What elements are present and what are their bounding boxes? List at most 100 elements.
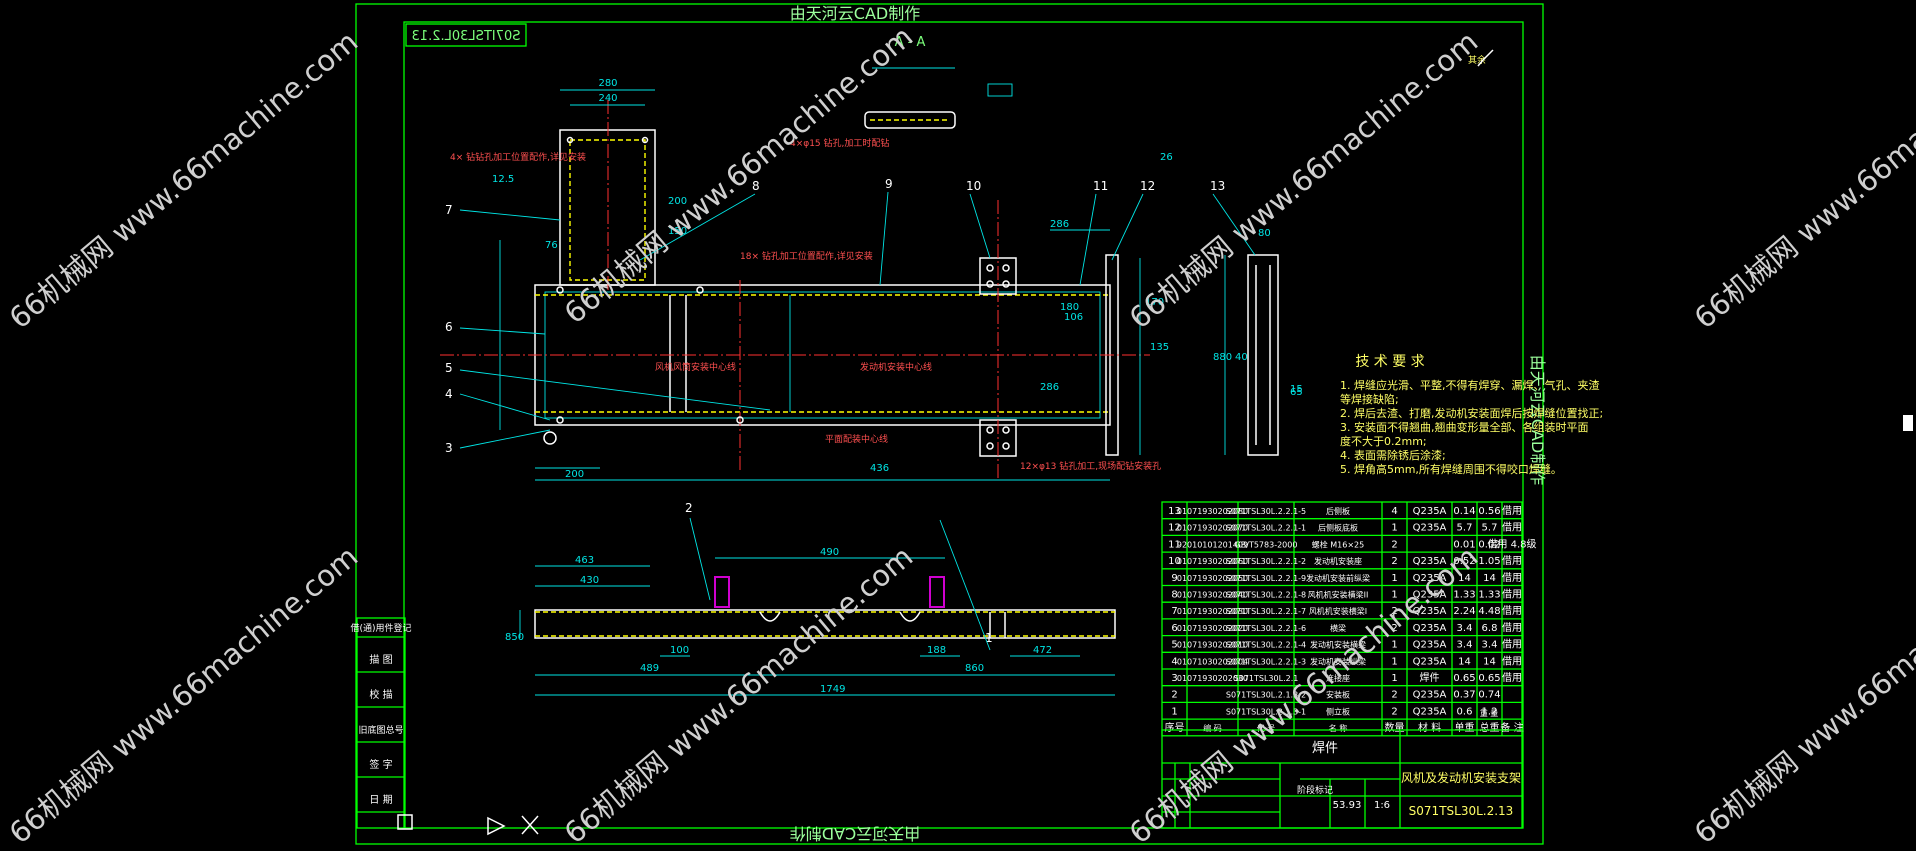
table-cell: 01071930202070: [1177, 524, 1248, 533]
table-cell: 3.4: [1482, 640, 1498, 651]
svg-text:2. 焊后去渣、打磨,发动机安装面焊后按焊缝位置找正;: 2. 焊后去渣、打磨,发动机安装面焊后按焊缝位置找正;: [1340, 406, 1603, 420]
bottom-side-view: [519, 557, 1116, 696]
table-cell: 2: [1171, 690, 1177, 701]
svg-text:880: 880: [1213, 352, 1232, 363]
table-cell: S071TSL30L.2.1.3-2: [1226, 691, 1306, 700]
table-cell: 1: [1391, 640, 1397, 651]
table-cell: 4: [1171, 656, 1177, 667]
table-cell: S071TSL30L.2.2.1-2: [1226, 557, 1306, 566]
roughness-note: 其余: [1468, 54, 1486, 66]
scrollbar-thumb[interactable]: [1903, 415, 1913, 431]
table-cell: 01071930202050: [1177, 574, 1248, 583]
table-cell: 侧立板: [1326, 706, 1350, 716]
svg-text:焊件: 焊件: [1312, 740, 1338, 756]
table-cell: 1: [1391, 523, 1397, 534]
table-cell: Q235A: [1413, 690, 1447, 701]
table-cell: 2.24: [1453, 606, 1475, 617]
svg-text:4× 钻钻孔加工位置配作,详见安装: 4× 钻钻孔加工位置配作,详见安装: [450, 151, 586, 163]
table-header-cell: 数量: [1385, 721, 1405, 734]
svg-text:40: 40: [1235, 352, 1248, 363]
header-text: 由天河云CAD制作: [790, 4, 920, 23]
table-cell: 3.4: [1457, 623, 1473, 634]
svg-text:80: 80: [1258, 228, 1271, 239]
table-cell: 14: [1458, 573, 1471, 584]
svg-text:150: 150: [668, 226, 687, 237]
footer-text: 由天河云CAD制作: [790, 824, 920, 843]
svg-text:188: 188: [927, 645, 946, 656]
svg-text:135: 135: [1150, 342, 1169, 353]
table-cell: S071TSL30L.2.2.1-4: [1226, 641, 1306, 650]
table-header-cell: 名 称: [1329, 723, 1348, 733]
table-cell: 1.05: [1478, 556, 1500, 567]
roughness-symbol: [1477, 49, 1494, 67]
svg-text:S071TSL30L.2.13: S071TSL30L.2.13: [1409, 804, 1514, 818]
table-cell: 4: [1391, 506, 1397, 517]
table-cell: S071TSL30L.2.2.1-3: [1226, 657, 1306, 666]
table-cell: 风机机安装横梁II: [1308, 590, 1369, 600]
table-cell: 10: [1168, 556, 1181, 567]
table-cell: 0.65: [1478, 673, 1500, 684]
balloon: 4: [445, 387, 453, 401]
svg-text:风机风筒安装中心线: 风机风筒安装中心线: [655, 361, 736, 373]
svg-text:3. 安装面不得翘曲,翘曲变形量全部、各组装时平面: 3. 安装面不得翘曲,翘曲变形量全部、各组装时平面: [1340, 420, 1589, 434]
table-cell: Q235A: [1413, 573, 1447, 584]
table-cell: 发动机安装纵梁: [1310, 656, 1366, 666]
table-cell: 14: [1483, 656, 1496, 667]
table-cell: S071TSL30L.2.2.1-6: [1226, 624, 1306, 633]
table-cell: 0.74: [1478, 690, 1500, 701]
table-cell: 2: [1391, 690, 1397, 701]
plan-dimensions: 280 240 200 150 76 286 180 286 200 436 1…: [492, 78, 1303, 480]
left-register: 借(通)用件登记 描 图 校 描 旧底图总号 签 字 日 期: [350, 617, 539, 836]
table-cell: 后侧板底板: [1318, 523, 1358, 533]
table-cell: 1: [1391, 573, 1397, 584]
svg-text:280: 280: [598, 78, 617, 89]
svg-text:860: 860: [965, 663, 984, 674]
table-cell: Q235A: [1413, 506, 1447, 517]
svg-text:490: 490: [820, 547, 839, 558]
table-cell: 2: [1391, 606, 1397, 617]
table-cell: Q235A: [1413, 556, 1447, 567]
table-cell: 6.8: [1482, 623, 1498, 634]
table-cell: 1.2: [1482, 706, 1498, 717]
svg-text:4×φ15 钻孔,加工时配钻: 4×φ15 钻孔,加工时配钻: [790, 137, 889, 149]
svg-text:发动机安装中心线: 发动机安装中心线: [860, 361, 932, 373]
table-cell: 0.6: [1457, 706, 1473, 717]
svg-text:472: 472: [1033, 645, 1052, 656]
balloon: 10: [966, 179, 981, 193]
code-box: [405, 23, 527, 47]
table-cell: 借用: [1502, 639, 1522, 651]
table-cell: 1: [1171, 706, 1177, 717]
balloon: 8: [752, 179, 760, 193]
svg-text:12×φ13 钻孔加工,现场配钻安装孔: 12×φ13 钻孔加工,现场配钻安装孔: [1020, 460, 1161, 472]
balloon: 3: [445, 441, 453, 455]
table-cell: S071TSL30L.2.2.1-8: [1226, 591, 1306, 600]
svg-text:描 图: 描 图: [369, 653, 392, 666]
side-dimensions: 463 430 490 100 188 472 489 860 1749 850: [505, 547, 1052, 695]
table-cell: 13: [1168, 506, 1181, 517]
svg-text:借(通)用件登记: 借(通)用件登记: [350, 622, 411, 634]
table-cell: 后侧板: [1326, 506, 1350, 516]
table-cell: 借用: [1502, 672, 1522, 684]
table-cell: S071TSL30L.2.1: [1234, 674, 1299, 683]
table-header-cell: 编 码: [1203, 723, 1222, 733]
table-cell: 借用: [1502, 522, 1522, 534]
table-cell: 借用: [1502, 572, 1522, 584]
svg-text:阶段标记: 阶段标记: [1297, 784, 1333, 796]
table-header-cell: 序号: [1165, 721, 1185, 734]
svg-text:436: 436: [870, 463, 889, 474]
table-cell: 横梁: [1330, 623, 1346, 633]
table-cell: 安装板: [1326, 690, 1350, 700]
svg-text:53.93: 53.93: [1333, 800, 1362, 811]
table-cell: 7: [1171, 606, 1177, 617]
svg-text:风机及发动机安装支架: 风机及发动机安装支架: [1401, 770, 1521, 785]
table-cell: 01071930202030: [1177, 674, 1248, 683]
svg-text:286: 286: [1040, 382, 1059, 393]
svg-text:4. 表面需除锈后涂漆;: 4. 表面需除锈后涂漆;: [1340, 448, 1446, 462]
table-cell: 借用: [1502, 622, 1522, 634]
svg-text:15: 15: [1290, 384, 1303, 395]
svg-text:A - A: A - A: [895, 35, 926, 50]
balloon: 12: [1140, 179, 1155, 193]
table-cell: 0.01: [1453, 539, 1475, 550]
